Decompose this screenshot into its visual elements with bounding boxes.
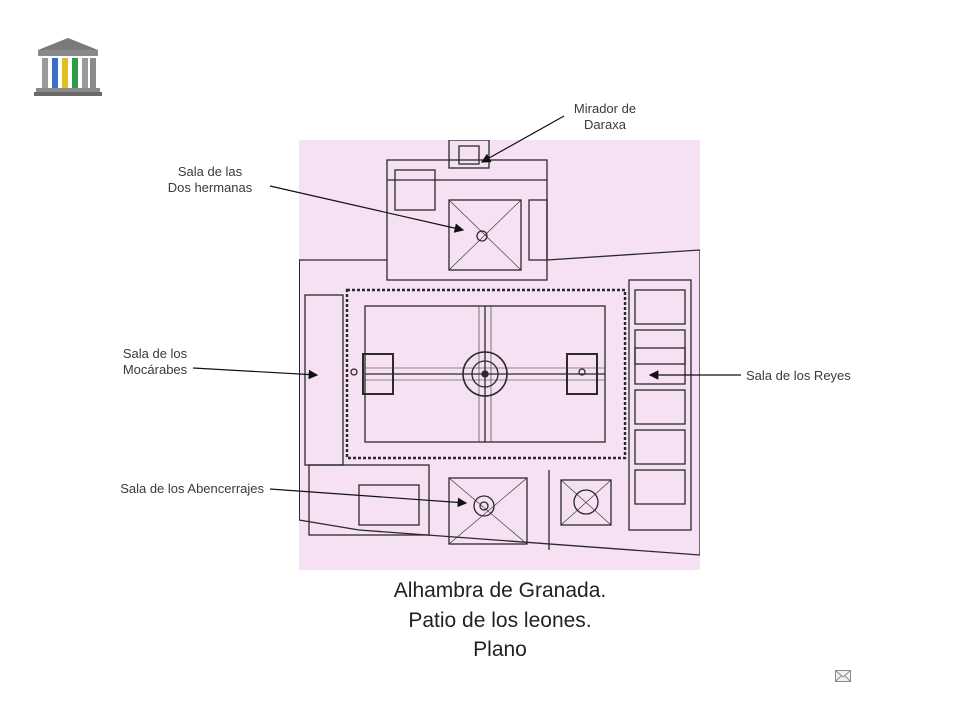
label-sala-mocarabes: Sala de los Mocárabes — [122, 346, 188, 377]
floor-plan-drawing — [299, 140, 700, 570]
title-line-2: Patio de los leones. — [408, 609, 592, 632]
label-mirador-de-daraxa: Mirador de Daraxa — [573, 101, 637, 132]
envelope-icon[interactable] — [835, 670, 851, 682]
label-sala-abencerrajes: Sala de los Abencerrajes — [120, 481, 264, 496]
temple-logo-icon — [34, 38, 102, 96]
title-line-1: Alhambra de Granada. — [393, 579, 607, 602]
label-sala-reyes: Sala de los Reyes — [746, 368, 851, 383]
title-line-3: Plano — [473, 638, 527, 661]
label-sala-dos-hermanas: Sala de las Dos hermanas — [167, 164, 253, 195]
